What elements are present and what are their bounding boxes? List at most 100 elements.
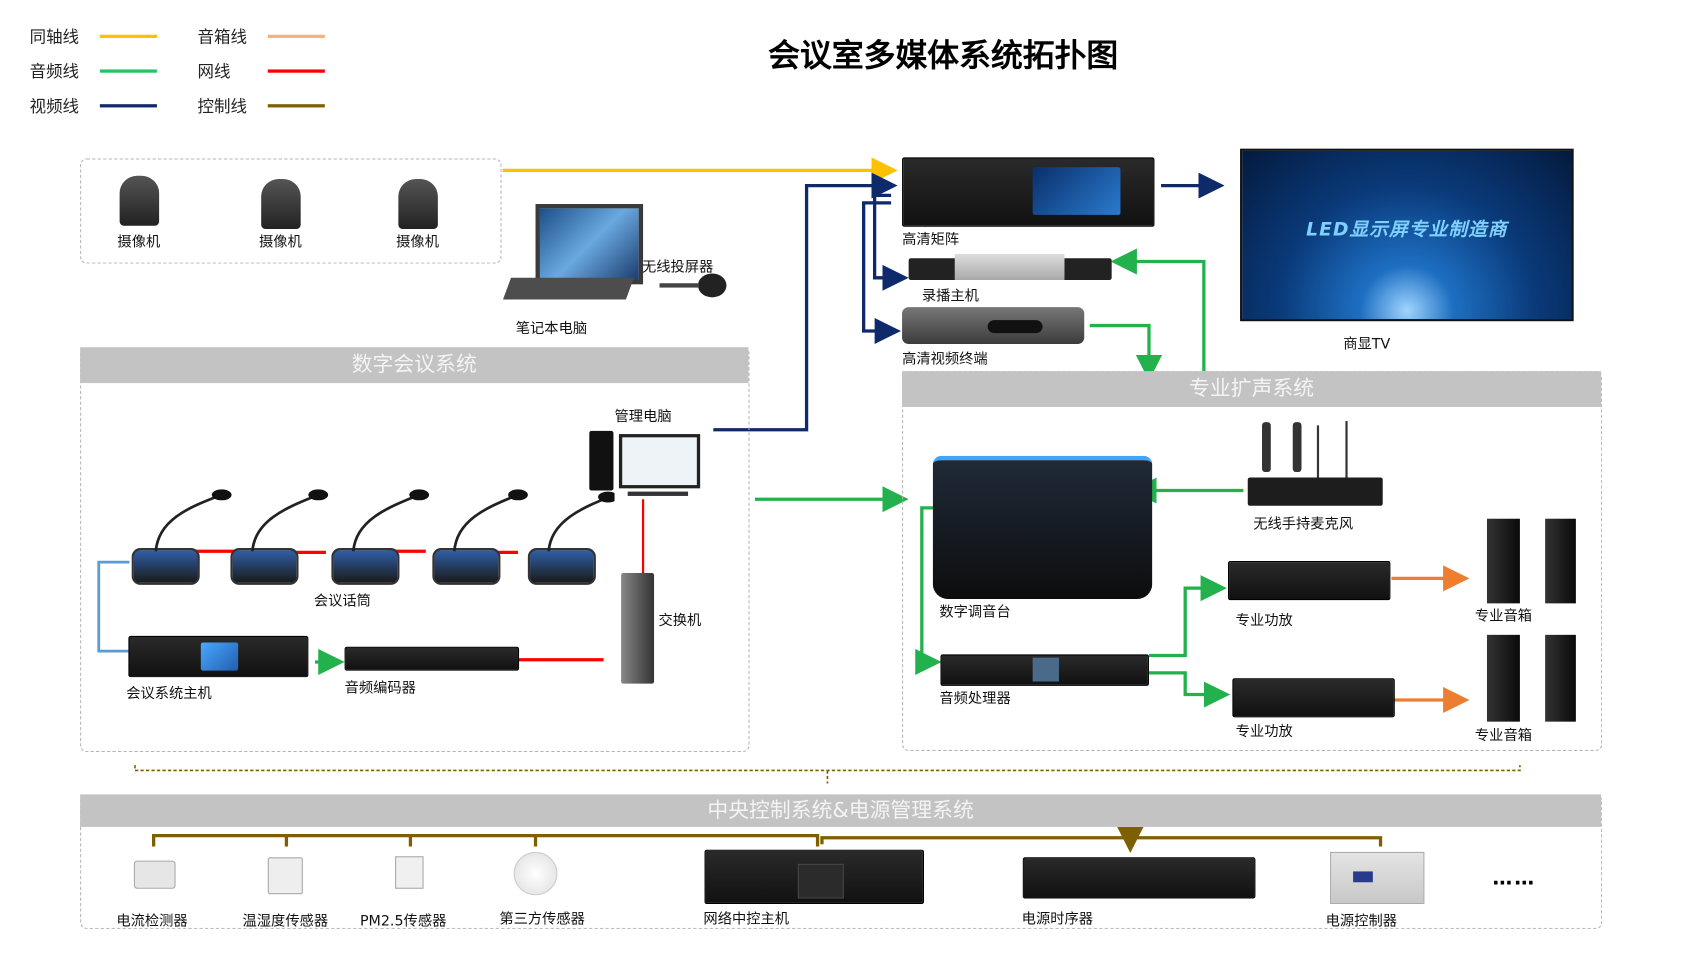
control-item-label: 第三方传感器 bbox=[499, 911, 585, 928]
mic-host-link bbox=[97, 560, 130, 653]
camera-label: 摄像机 bbox=[117, 234, 161, 251]
pc-label: 管理电脑 bbox=[614, 409, 672, 426]
video-terminal-device bbox=[902, 307, 1085, 345]
legend-label-coax: 同轴线 bbox=[29, 27, 80, 47]
audio-processor-amp1 bbox=[1148, 575, 1227, 658]
conference-host-device bbox=[128, 635, 309, 678]
laptop-label: 笔记本电脑 bbox=[515, 321, 588, 338]
control-system-header: 中央控制系统&电源管理系统 bbox=[80, 794, 1602, 827]
control-host-screen bbox=[797, 863, 844, 899]
speaker-2-label: 专业音箱 bbox=[1474, 728, 1532, 745]
controller-display bbox=[1353, 871, 1373, 883]
control-item-label: 温湿度传感器 bbox=[242, 913, 329, 931]
audio-encoder-label: 音频编码器 bbox=[344, 680, 416, 697]
amplifier-1-label: 专业功放 bbox=[1235, 613, 1293, 630]
control-bracket bbox=[134, 765, 1521, 784]
legend-label-video: 视频线 bbox=[29, 96, 80, 117]
speaker-icon bbox=[1486, 634, 1520, 722]
speaker-icon bbox=[1545, 634, 1576, 722]
camera-group bbox=[80, 158, 502, 264]
control-item-label: 电源控制器 bbox=[1325, 913, 1398, 931]
caster-cable bbox=[659, 283, 700, 288]
tv-label: 商显TV bbox=[1343, 336, 1391, 353]
handheld-mic-icon bbox=[1292, 422, 1302, 473]
wireless-receiver-icon bbox=[1247, 477, 1383, 506]
recorder-label: 录播主机 bbox=[921, 288, 979, 305]
audio-processor-amp2 bbox=[1148, 671, 1231, 708]
terminal-display bbox=[987, 320, 1043, 334]
pc-monitor-icon bbox=[618, 434, 701, 489]
host-screen bbox=[200, 642, 239, 671]
digital-mixer-icon bbox=[932, 455, 1153, 600]
legend-line-coax bbox=[99, 34, 157, 38]
video-terminal-label: 高清视频终端 bbox=[902, 351, 988, 368]
legend-label-speaker: 音箱线 bbox=[197, 27, 247, 47]
legend-label-audio: 音频线 bbox=[29, 61, 80, 82]
mic-gooseneck-icons bbox=[154, 489, 615, 552]
amplifier-1-device bbox=[1227, 561, 1391, 601]
wireless-mic-label: 无线手持麦克风 bbox=[1253, 516, 1354, 533]
camera-icon bbox=[119, 175, 160, 226]
camera-label: 摄像机 bbox=[396, 234, 439, 251]
processor-display bbox=[1032, 657, 1059, 682]
camera-label: 摄像机 bbox=[258, 234, 302, 251]
recorder-device bbox=[908, 253, 1112, 280]
hd-matrix-device bbox=[902, 157, 1155, 227]
page-title: 会议室多媒体系统拓扑图 bbox=[768, 36, 1119, 74]
power-controller-icon bbox=[1330, 851, 1425, 904]
more-items-ellipsis: …… bbox=[1492, 867, 1537, 890]
audio-pa-recorder bbox=[1110, 248, 1206, 372]
conference-system-header: 数字会议系统 bbox=[80, 347, 749, 384]
conference-host-label: 会议系统主机 bbox=[126, 685, 212, 703]
mic-unit-icon bbox=[432, 548, 501, 585]
pm25-sensor-icon bbox=[395, 856, 424, 889]
legend-line-network bbox=[267, 69, 325, 73]
control-item-label: 电流检测器 bbox=[116, 913, 188, 931]
antenna bbox=[1316, 425, 1320, 478]
mic-unit-icon bbox=[331, 548, 400, 585]
speaker-1-label: 专业音箱 bbox=[1474, 608, 1532, 626]
audio-terminal-pa bbox=[1089, 323, 1163, 381]
amplifier-2-label: 专业功放 bbox=[1235, 723, 1293, 741]
video-matrix-terminal bbox=[862, 201, 901, 345]
video-matrix-recorder bbox=[872, 193, 909, 291]
legend-line-control bbox=[267, 104, 325, 108]
digital-mixer-label: 数字调音台 bbox=[939, 604, 1011, 621]
legend-label-network: 网线 bbox=[197, 61, 231, 82]
network-switch-icon bbox=[621, 572, 655, 684]
wireless-caster-label: 无线投屏器 bbox=[641, 259, 714, 276]
network-control-host-device bbox=[704, 849, 925, 904]
control-bus-right bbox=[820, 838, 1383, 847]
pc-keyboard bbox=[627, 491, 689, 496]
matrix-screen bbox=[1032, 167, 1121, 215]
antenna bbox=[1345, 421, 1348, 478]
switch-label: 交换机 bbox=[658, 613, 702, 630]
legend-line-speaker bbox=[267, 34, 325, 38]
speaker-icon bbox=[1486, 518, 1520, 604]
mic-unit-icon bbox=[230, 548, 299, 585]
mics-label: 会议话筒 bbox=[313, 593, 371, 610]
legend-label-control: 控制线 bbox=[197, 96, 247, 117]
legend-line-video bbox=[99, 104, 157, 108]
laptop-keyboard bbox=[503, 277, 634, 300]
tv-screen-text: LED显示屏专业制造商 bbox=[1306, 219, 1508, 241]
commercial-tv: LED显示屏专业制造商 bbox=[1240, 148, 1574, 322]
recorder-front bbox=[954, 253, 1065, 280]
control-bus bbox=[151, 833, 820, 847]
audio-processor-label: 音频处理器 bbox=[939, 691, 1011, 708]
pc-tower-icon bbox=[589, 430, 614, 491]
current-detector-icon bbox=[133, 860, 176, 889]
hd-matrix-label: 高清矩阵 bbox=[902, 232, 960, 249]
power-sequencer-device bbox=[1022, 857, 1256, 899]
control-item-label: 网络中控主机 bbox=[703, 911, 790, 928]
audio-encoder-device bbox=[344, 646, 520, 671]
control-item-label: 电源时序器 bbox=[1021, 911, 1094, 928]
laptop-icon bbox=[535, 204, 644, 285]
camera-icon bbox=[261, 179, 301, 229]
control-item-label: PM2.5传感器 bbox=[359, 913, 447, 931]
amplifier-2-device bbox=[1232, 678, 1395, 718]
third-party-sensor-icon bbox=[513, 851, 558, 896]
wireless-caster-icon bbox=[697, 273, 727, 298]
